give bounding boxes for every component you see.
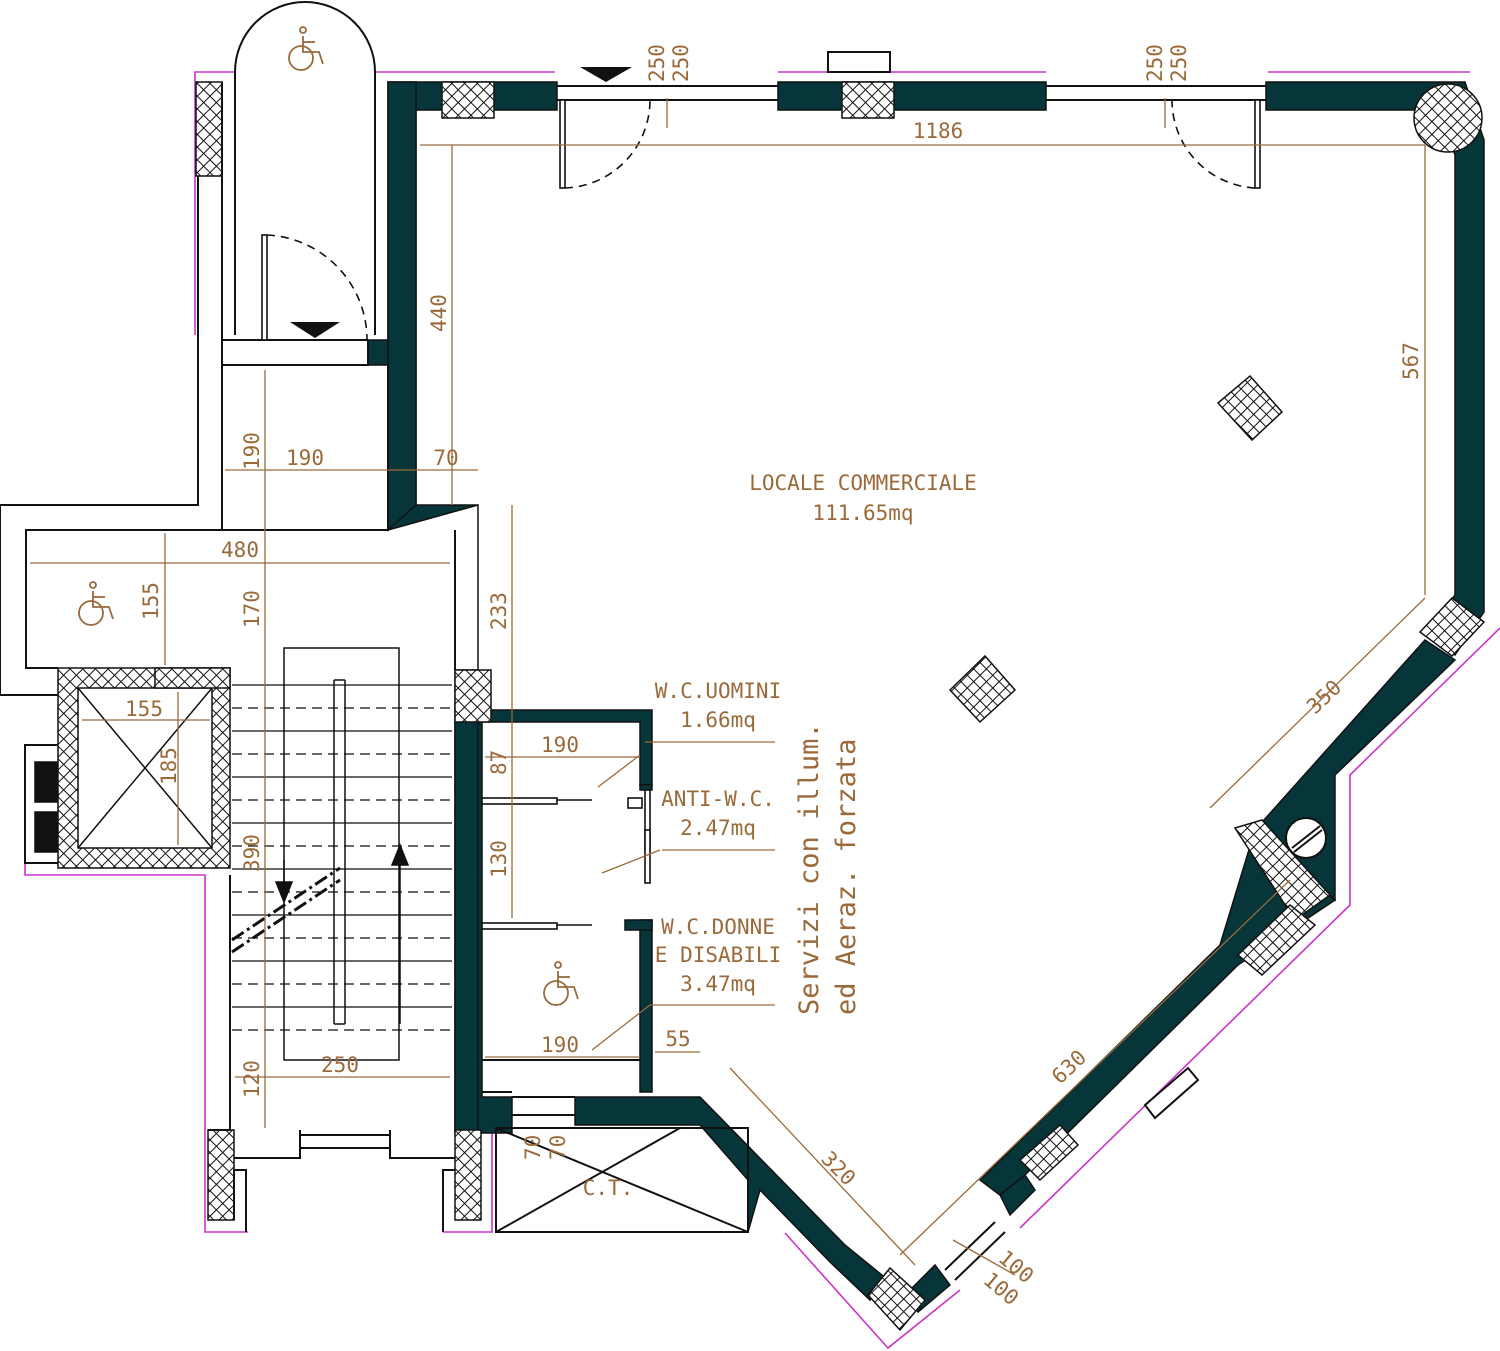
anti-wc-area: 2.47mq — [680, 816, 756, 840]
wc-men-name: W.C.UOMINI — [655, 679, 781, 703]
dimension-labels: 250 250 250 250 1186 440 567 190 190 70 … — [125, 44, 1423, 1310]
vent — [1285, 817, 1327, 859]
dimension-lines — [30, 98, 1426, 1276]
dim-anti-depth: 130 — [487, 840, 511, 878]
dim-stair-run: 390 — [240, 834, 264, 872]
room-labels: LOCALE COMMERCIALE 111.65mq W.C.UOMINI 1… — [583, 471, 977, 1200]
services-note-line1: Servizi con illum. — [794, 722, 825, 1015]
dim-lobby-depth: 155 — [139, 582, 163, 620]
columns — [195, 81, 1486, 1332]
dim-top-door-right-a: 250 — [1143, 44, 1167, 82]
dim-elevator-width: 155 — [125, 697, 163, 721]
staircase — [231, 647, 452, 1061]
dim-overall-width: 1186 — [913, 119, 964, 143]
wc-women-area: 3.47mq — [680, 972, 756, 996]
dim-left-wall-upper: 440 — [427, 294, 451, 332]
dim-top-door-left-a: 250 — [645, 44, 669, 82]
dim-stair-landing: 120 — [240, 1060, 264, 1098]
wc-women-sub: E DISABILI — [655, 943, 781, 967]
dim-corridor-height: 190 — [240, 432, 264, 470]
dim-wc-men-depth: 87 — [487, 750, 511, 775]
main-room-name: LOCALE COMMERCIALE — [749, 471, 977, 495]
dim-lobby-width: 480 — [221, 538, 259, 562]
dim-ct-b: 70 — [546, 1135, 570, 1160]
dim-stair-width: 250 — [321, 1053, 359, 1077]
boiler-room-label: C.T. — [583, 1176, 634, 1200]
wheelchair-icon — [288, 26, 324, 71]
accessibility-icons — [78, 26, 579, 1006]
elevator — [34, 667, 231, 869]
dim-top-door-left-b: 250 — [669, 44, 693, 82]
dim-wc-men-width: 190 — [541, 733, 579, 757]
dim-top-door-right-b: 250 — [1167, 44, 1191, 82]
dim-wc-door-offset: 55 — [665, 1027, 690, 1051]
dim-left-wall-lower: 233 — [487, 592, 511, 630]
dim-ct-a: 70 — [521, 1135, 545, 1160]
doors — [261, 99, 1261, 930]
wc-men-area: 1.66mq — [680, 708, 756, 732]
stair-treads — [232, 684, 452, 1031]
partition-walls — [0, 1, 1266, 1281]
exterior-outline — [24, 71, 1500, 1350]
dim-corridor-offset: 70 — [433, 446, 458, 470]
entrance-markers — [290, 67, 632, 338]
wc-women-name: W.C.DONNE — [661, 915, 775, 939]
dim-elevator-depth: 185 — [157, 747, 181, 785]
services-note-line2: ed Aeraz. forzata — [831, 739, 862, 1015]
dim-front-diag: 320 — [816, 1147, 860, 1191]
anti-wc-name: ANTI-W.C. — [661, 787, 775, 811]
dim-right-wall: 567 — [1399, 342, 1423, 380]
wheelchair-icon — [78, 581, 114, 626]
dim-corridor-width: 190 — [286, 446, 324, 470]
dim-wc-women-width: 190 — [541, 1033, 579, 1057]
wheelchair-icon — [543, 961, 579, 1006]
main-room-area: 111.65mq — [812, 501, 913, 525]
dim-stair-upper: 170 — [240, 590, 264, 628]
